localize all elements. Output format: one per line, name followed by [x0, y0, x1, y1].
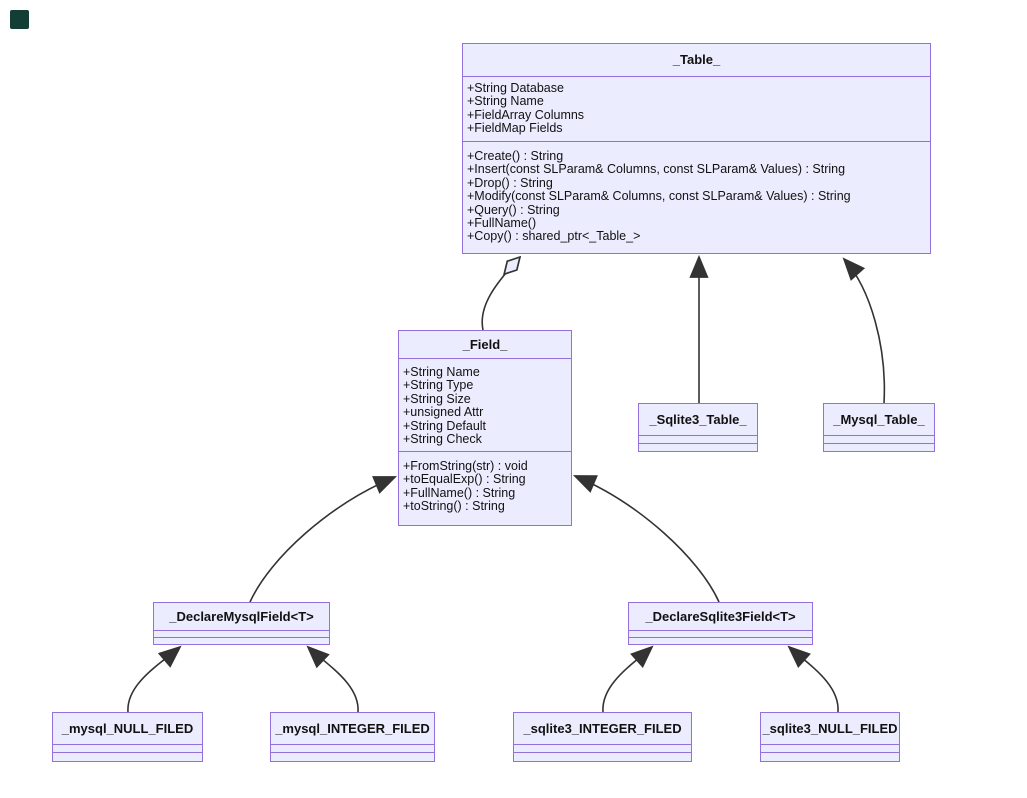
- attribute: +String Check: [403, 432, 482, 447]
- attribute: +String Type: [403, 378, 474, 393]
- empty-compartment: [629, 637, 812, 644]
- attribute: +String Default: [403, 418, 487, 433]
- edge-mysqlnull-to-declaremysql-inheritance: [127, 645, 182, 713]
- method: +toString() : String: [403, 499, 505, 514]
- method: +Modify(const SLParam& Columns, const SL…: [467, 189, 851, 204]
- empty-compartment: [154, 630, 329, 637]
- edge-sqlite3integer-to-declaresqlite3-inheritance: [602, 645, 654, 713]
- class-table: _Table_ +String Database +String Name +F…: [462, 43, 931, 254]
- class-field: _Field_ +String Name +String Type +Strin…: [398, 330, 572, 526]
- class-sqlite3-null-filed: _sqlite3_NULL_FILED: [760, 712, 900, 762]
- attribute: +String Name: [403, 365, 480, 379]
- edge-declaresqlite3-to-field-inheritance: [573, 475, 720, 603]
- empty-compartment: [629, 630, 812, 637]
- empty-compartment: [271, 752, 434, 761]
- empty-compartment: [514, 744, 691, 752]
- class-field-attributes: +String Name +String Type +String Size +…: [399, 358, 571, 451]
- attribute: +String Database: [467, 81, 564, 95]
- empty-compartment: [824, 443, 934, 451]
- class-sqlite3-table-title: _Sqlite3_Table_: [649, 411, 747, 427]
- empty-compartment: [761, 744, 899, 752]
- class-sqlite3-integer-filed: _sqlite3_INTEGER_FILED: [513, 712, 692, 762]
- method: +Drop() : String: [467, 175, 553, 190]
- attribute: +unsigned Attr: [403, 405, 484, 420]
- empty-compartment: [271, 744, 434, 752]
- empty-compartment: [824, 435, 934, 443]
- empty-compartment: [639, 443, 757, 451]
- class-declare-sqlite3-field-title: _DeclareSqlite3Field<T>: [645, 608, 796, 624]
- empty-compartment: [53, 744, 202, 752]
- attribute: +FieldMap Fields: [467, 121, 563, 136]
- method: +Create() : String: [467, 149, 564, 163]
- edge-sqlite3null-to-declaresqlite3-inheritance: [787, 645, 839, 713]
- class-sqlite3-integer-filed-title: _sqlite3_INTEGER_FILED: [523, 720, 682, 736]
- class-table-title: _Table_: [672, 52, 721, 68]
- edge-declaremysql-to-field-inheritance: [249, 476, 398, 603]
- method: +FromString(str) : void: [403, 459, 528, 473]
- attribute: +String Size: [403, 391, 471, 406]
- class-table-attributes: +String Database +String Name +FieldArra…: [463, 76, 930, 141]
- class-field-title: _Field_: [462, 336, 508, 352]
- class-declare-mysql-field: _DeclareMysqlField<T>: [153, 602, 330, 645]
- class-table-methods: +Create() : String +Insert(const SLParam…: [463, 141, 930, 255]
- empty-compartment: [53, 752, 202, 761]
- empty-compartment: [514, 752, 691, 761]
- empty-compartment: [639, 435, 757, 443]
- empty-compartment: [761, 752, 899, 761]
- method: +Query() : String: [467, 202, 560, 217]
- class-sqlite3-null-filed-title: _sqlite3_NULL_FILED: [762, 720, 898, 736]
- class-field-methods: +FromString(str) : void +toEqualExp() : …: [399, 451, 571, 527]
- method: +FullName(): [467, 216, 537, 231]
- corner-marker: [10, 10, 29, 29]
- empty-compartment: [154, 637, 329, 644]
- edge-mysqltable-to-table-inheritance: [842, 257, 886, 404]
- class-mysql-table: _Mysql_Table_: [823, 403, 935, 452]
- class-mysql-null-filed-title: _mysql_NULL_FILED: [61, 720, 194, 736]
- class-mysql-table-title: _Mysql_Table_: [833, 411, 925, 427]
- method: +Copy() : shared_ptr<_Table_>: [467, 229, 641, 244]
- class-sqlite3-table: _Sqlite3_Table_: [638, 403, 758, 452]
- edge-field-to-table-aggregation: [481, 257, 520, 331]
- class-declare-sqlite3-field: _DeclareSqlite3Field<T>: [628, 602, 813, 645]
- attribute: +String Name: [467, 94, 544, 109]
- method: +FullName() : String: [403, 485, 516, 500]
- attribute: +FieldArray Columns: [467, 107, 585, 122]
- class-mysql-integer-filed-title: _mysql_INTEGER_FILED: [275, 720, 430, 736]
- edge-mysqlinteger-to-declaremysql-inheritance: [306, 645, 359, 713]
- class-declare-mysql-field-title: _DeclareMysqlField<T>: [169, 608, 314, 624]
- class-mysql-integer-filed: _mysql_INTEGER_FILED: [270, 712, 435, 762]
- method: +toEqualExp() : String: [403, 472, 526, 487]
- method: +Insert(const SLParam& Columns, const SL…: [467, 162, 846, 177]
- class-mysql-null-filed: _mysql_NULL_FILED: [52, 712, 203, 762]
